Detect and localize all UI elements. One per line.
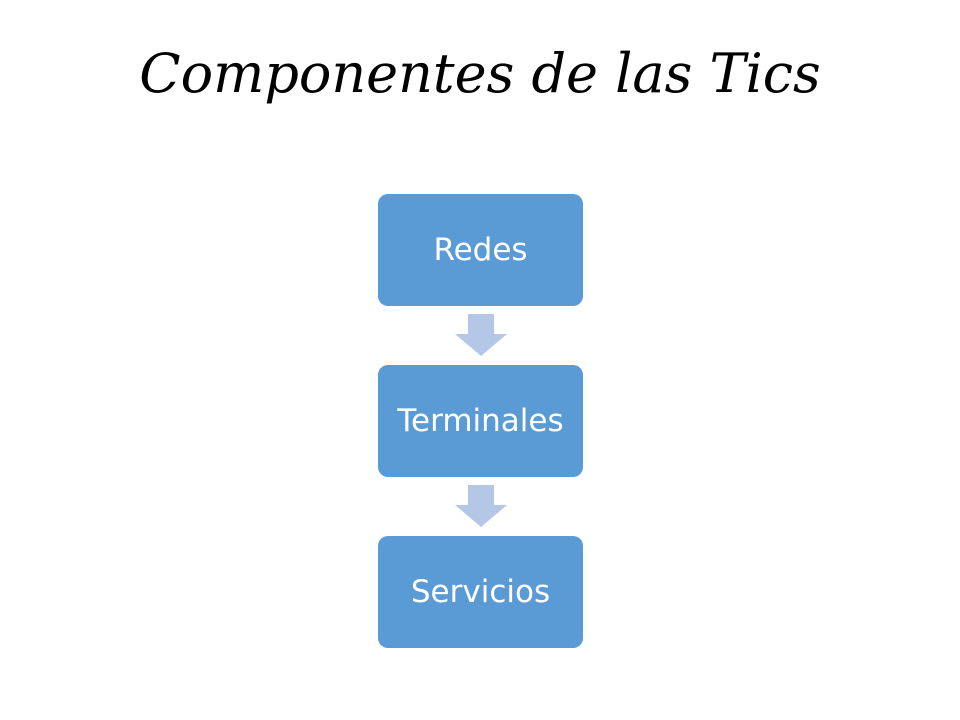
- node-terminales: Terminales: [378, 365, 583, 477]
- node-servicios: Servicios: [378, 536, 583, 648]
- down-arrow-icon: [455, 314, 507, 356]
- slide-title: Componentes de las Tics: [139, 42, 821, 105]
- node-label: Servicios: [410, 574, 551, 610]
- node-label: Terminales: [397, 403, 564, 439]
- node-redes: Redes: [378, 194, 583, 306]
- node-label: Redes: [433, 232, 528, 268]
- down-arrow-icon: [455, 485, 507, 527]
